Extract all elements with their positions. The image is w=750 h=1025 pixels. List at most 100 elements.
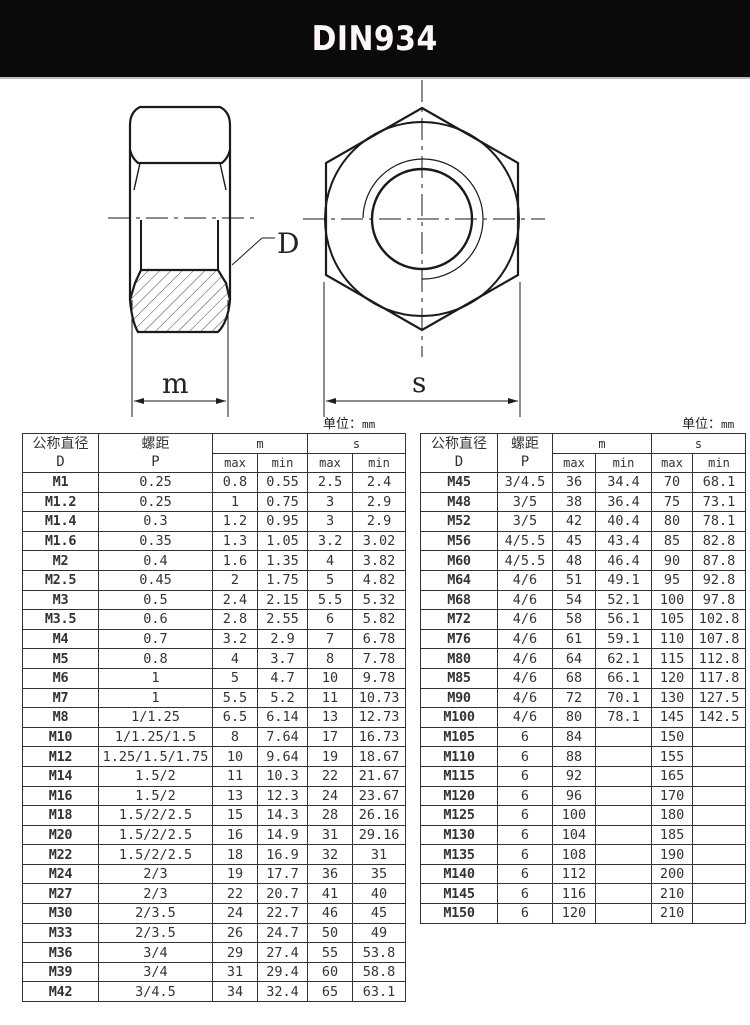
cell-pitch: 0.7 [98,628,213,650]
cell-s-max: 100 [651,589,694,611]
cell-pitch: 3/4.5 [497,472,553,493]
cell-m-max: 6.5 [212,707,258,728]
cell-s-max: 3 [307,511,354,532]
cell-pitch: 1.5/2/2.5 [98,844,213,865]
cell-m-max: 42 [552,511,596,532]
cell-m-max: 2.4 [212,589,258,611]
cell-m-min: 2.15 [256,589,309,611]
cell-s-min: 40 [352,883,407,905]
cell-m-min: 59.1 [594,628,653,650]
cell-pitch: 2/3.5 [98,922,213,944]
cell-diameter: M125 [420,805,498,826]
cell-s-max: 11 [307,687,354,709]
cell-diameter: M85 [420,667,498,689]
cell-diameter: M110 [420,746,498,767]
cell-s-min: 49 [352,922,407,944]
cell-pitch: 2/3 [98,883,213,905]
col-header-s-max: max [307,453,354,473]
cell-m-max: 45 [552,530,596,552]
cell-s-min [692,824,747,846]
cell-diameter: M36 [22,942,99,963]
cell-m-max: 26 [212,922,258,944]
cell-pitch: 4/6 [497,707,553,728]
cell-s-max: 32 [307,844,354,865]
col-header-m-min: min [594,453,653,473]
cell-m-min [594,785,653,807]
cell-diameter: M150 [420,903,498,924]
cell-m-max: 34 [212,981,258,1003]
cell-diameter: M1.4 [22,511,99,532]
cell-m-max: 96 [552,785,596,807]
cell-m-min [594,726,653,748]
cell-s-min [692,805,747,826]
cell-s-min [692,883,747,905]
cell-s-min: 21.67 [352,765,407,787]
cell-s-max: 3 [307,491,354,513]
cell-m-max: 3.2 [212,628,258,650]
cell-s-min: 63.1 [352,981,407,1003]
cell-s-min [692,844,747,865]
cell-diameter: M100 [420,707,498,728]
cell-s-max: 155 [651,746,694,767]
cell-s-min: 68.1 [692,472,747,493]
cell-m-max: 58 [552,609,596,630]
cell-diameter: M52 [420,511,498,532]
cell-m-min: 6.14 [256,707,309,728]
cell-s-min: 5.82 [352,609,407,630]
cell-pitch: 1.5/2/2.5 [98,824,213,846]
cell-s-min: 142.5 [692,707,747,728]
cell-s-min: 18.67 [352,746,407,767]
cell-s-max: 95 [651,569,694,591]
cell-diameter: M2 [22,550,99,571]
cell-diameter: M80 [420,648,498,669]
col-header-pitch-cn: 螺距 [141,436,170,452]
cell-s-max: 70 [651,472,694,493]
cell-m-min: 1.75 [256,569,309,591]
cell-s-min: 2.4 [352,472,407,493]
cell-s-min: 53.8 [352,942,407,963]
unit-value: mm [721,418,735,431]
cell-diameter: M135 [420,844,498,865]
col-header-s-max: max [651,453,694,473]
cell-m-min: 9.64 [256,746,309,767]
cell-s-min [692,726,747,748]
cell-diameter: M1.2 [22,491,99,513]
cell-pitch: 1.25/1.5/1.75 [98,746,213,767]
page-title: DIN934 [311,18,439,59]
cell-s-min: 3.02 [352,530,407,552]
cell-diameter: M16 [22,785,99,807]
col-header-pitch-cn: 螺距 [511,436,539,452]
cell-m-max: 8 [212,726,258,748]
cell-pitch: 4/6 [497,648,553,669]
cell-s-max: 5.5 [307,589,354,611]
cell-s-min [692,903,747,924]
cell-m-min: 16.9 [256,844,309,865]
cell-pitch: 2/3.5 [98,903,213,924]
cell-m-min: 0.95 [256,511,309,532]
cell-m-max: 1 [212,491,258,513]
cell-s-max: 200 [651,863,694,885]
unit-prefix: 单位： [323,417,363,432]
cell-s-max: 180 [651,805,694,826]
cell-pitch: 1 [98,687,213,709]
cell-m-max: 104 [552,824,596,846]
cell-pitch: 0.6 [98,609,213,630]
unit-prefix: 单位： [682,417,722,432]
cell-diameter: M30 [22,903,99,924]
cell-s-max: 3.2 [307,530,354,552]
